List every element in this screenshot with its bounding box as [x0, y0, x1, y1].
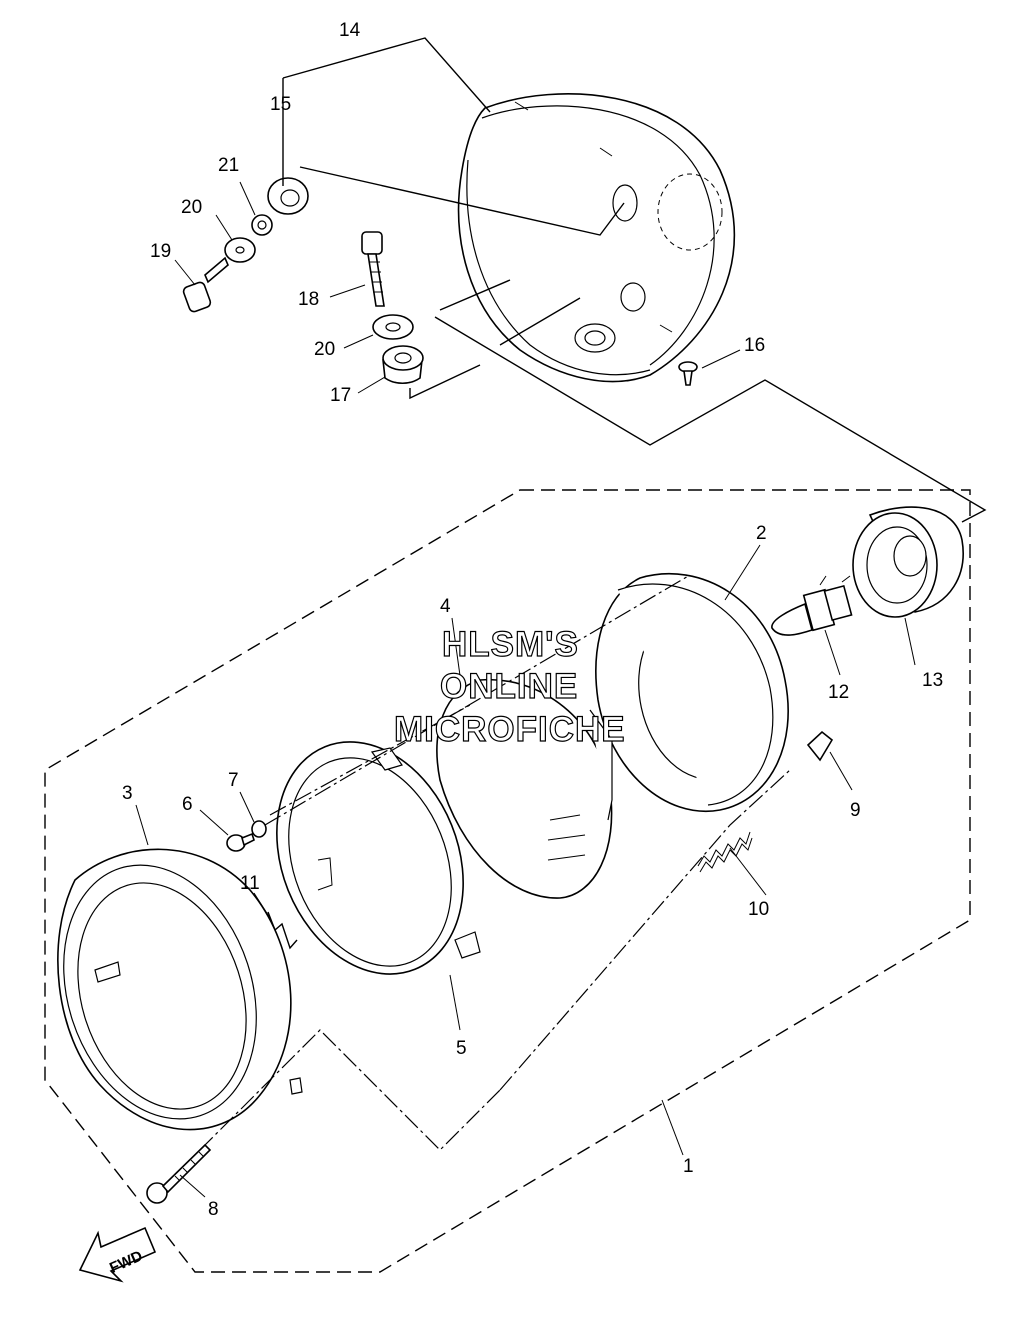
callout-11: 11 — [240, 873, 260, 894]
washer-part-20-upper — [224, 237, 256, 263]
callout-5: 5 — [456, 1038, 467, 1059]
front-rim-part-3 — [57, 848, 303, 1131]
spring-part-10 — [697, 831, 753, 873]
socket-cover-part-13 — [852, 506, 964, 618]
mounting-ring-part-5 — [276, 741, 481, 975]
callout-2: 2 — [756, 523, 767, 544]
centerline-ring-to-lens — [269, 704, 471, 816]
callout-3: 3 — [122, 783, 133, 804]
callout-18: 18 — [298, 289, 319, 310]
screw-part-16 — [678, 361, 698, 386]
centerline-rim-to-body — [199, 1029, 501, 1151]
callout-15: 15 — [270, 94, 291, 115]
callout-1: 1 — [683, 1156, 694, 1177]
bracket-line-14 — [282, 37, 491, 186]
callout-6: 6 — [182, 794, 193, 815]
callout-8: 8 — [208, 1199, 219, 1220]
callout-12: 12 — [828, 682, 849, 703]
callout-19: 19 — [150, 241, 171, 262]
watermark-line-2: ONLINE — [440, 667, 578, 706]
callout-10: 10 — [748, 899, 769, 920]
callout-4: 4 — [440, 596, 451, 617]
washer-part-20-lower — [372, 314, 414, 340]
callout-13: 13 — [922, 670, 943, 691]
callout-21: 21 — [218, 155, 239, 176]
leader-line-housing-center — [439, 279, 511, 311]
clip-part-9 — [806, 730, 834, 762]
leader-line-housing-right — [434, 316, 987, 523]
leader-line-17 — [409, 297, 581, 400]
callout-7: 7 — [228, 770, 239, 791]
collar-part-21 — [251, 214, 273, 236]
screw-part-8 — [146, 1143, 212, 1204]
grommet-part-15 — [267, 177, 309, 215]
headlight-body-part-2 — [595, 573, 789, 813]
assembly-outline-dashed — [44, 489, 971, 1273]
leader-line-15 — [299, 166, 625, 236]
callout-20-upper: 20 — [181, 197, 202, 218]
callout-16: 16 — [744, 335, 765, 356]
lens-unit-part-4 — [436, 678, 613, 899]
watermark-line-3: MICROFICHE — [394, 710, 626, 749]
forward-direction-arrow: FWD — [78, 1226, 157, 1283]
bulb-part-12 — [771, 575, 853, 636]
watermark: HLSM'S ONLINE MICROFICHE — [393, 624, 626, 749]
callout-leaders — [135, 181, 916, 1198]
callout-17: 17 — [330, 385, 351, 406]
callout-14: 14 — [339, 20, 361, 41]
grommet-part-17 — [382, 345, 424, 385]
headlight-housing-shell — [457, 93, 736, 383]
washer-part-7 — [251, 820, 267, 838]
callout-9: 9 — [850, 800, 861, 821]
watermark-line-1: HLSM'S — [442, 625, 579, 664]
bolt-part-19 — [182, 256, 229, 313]
bolt-part-18 — [361, 231, 385, 307]
callout-20-lower: 20 — [314, 339, 335, 360]
screw-part-6 — [226, 832, 255, 852]
centerline-lower — [499, 769, 791, 1091]
centerline-screw-to-ring — [264, 574, 691, 826]
